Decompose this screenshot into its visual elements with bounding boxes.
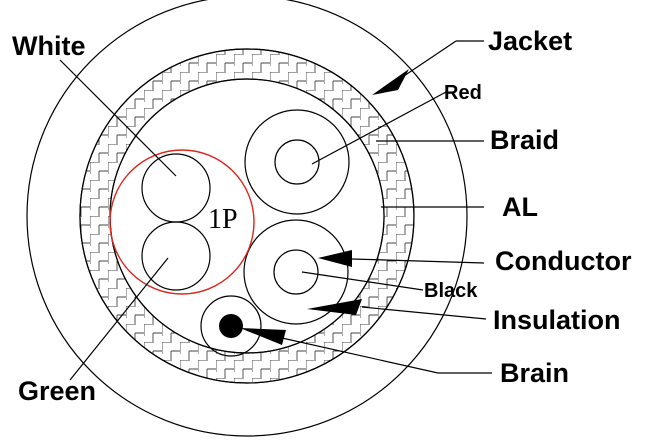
label-brain: Brain bbox=[500, 358, 569, 388]
red-leader bbox=[311, 91, 447, 165]
green-wire bbox=[141, 221, 211, 291]
black-leader bbox=[301, 271, 424, 291]
insulation-arrowhead bbox=[307, 299, 362, 315]
braid-outer-ring bbox=[79, 48, 415, 384]
label-green: Green bbox=[18, 376, 96, 406]
black-conductor bbox=[273, 249, 319, 295]
braid-layer bbox=[79, 48, 415, 384]
label-white: White bbox=[12, 31, 86, 61]
label-al: AL bbox=[502, 192, 538, 222]
label-insulation: Insulation bbox=[493, 305, 621, 335]
label-black: Black bbox=[424, 280, 478, 302]
brain-arrowhead bbox=[240, 328, 286, 345]
drain-wire-core bbox=[219, 314, 243, 338]
pair-circle bbox=[109, 149, 255, 295]
white-wire bbox=[141, 153, 211, 223]
red-insulation bbox=[244, 109, 350, 215]
pair-label: 1P bbox=[208, 204, 238, 235]
black-insulation bbox=[243, 219, 349, 325]
green-leader bbox=[69, 257, 169, 381]
insulation-leader bbox=[361, 306, 487, 320]
label-jacket: Jacket bbox=[488, 26, 572, 56]
brain-leader bbox=[281, 337, 439, 374]
conductor-leader bbox=[351, 258, 485, 264]
drain-wire-jacket bbox=[200, 295, 262, 357]
conductor-arrowhead bbox=[318, 250, 352, 267]
red-conductor bbox=[274, 139, 320, 185]
label-conductor: Conductor bbox=[495, 246, 632, 276]
jacket-outer-ring bbox=[26, 0, 468, 437]
jacket-arrowhead bbox=[372, 69, 409, 95]
white-leader bbox=[59, 59, 177, 177]
label-red: Red bbox=[444, 82, 482, 104]
label-braid: Braid bbox=[490, 125, 559, 155]
